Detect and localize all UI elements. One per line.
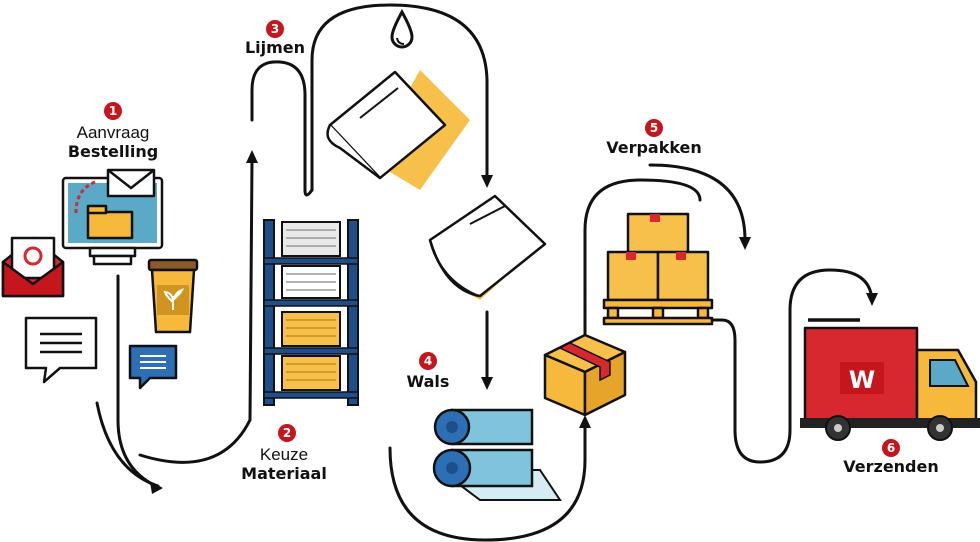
flow-segment-3a — [250, 60, 314, 197]
step-number: 6 — [887, 441, 895, 455]
step-badge — [882, 439, 900, 457]
truck-icon: W — [800, 318, 980, 441]
flow-segment-6a — [583, 178, 702, 382]
step-badge — [104, 102, 122, 120]
water-drop-icon — [390, 8, 414, 49]
flow-segment-5 — [388, 423, 587, 542]
step-line2: Wals — [407, 372, 450, 391]
small-chat-icon — [128, 344, 178, 390]
coffee-cup-icon — [147, 258, 199, 334]
step-number: 4 — [424, 354, 432, 368]
truck-logo: W — [849, 366, 875, 394]
step-4-label: 4 Wals — [407, 352, 450, 391]
flow-segment-6b — [648, 163, 747, 242]
flow-segment-3b — [310, 3, 489, 192]
step-5-label: 5 Verpakken — [606, 119, 702, 157]
flow-segment-7 — [708, 268, 874, 464]
flow-segment-2 — [138, 158, 254, 464]
step-line2: Verzenden — [843, 457, 939, 476]
step-badge — [645, 119, 663, 137]
step-badge — [278, 424, 296, 442]
step-2-label: 2 Keuze Materiaal — [241, 424, 327, 483]
step-number: 5 — [650, 121, 658, 135]
step-line2: Verpakken — [606, 138, 702, 157]
step-number: 1 — [109, 104, 117, 118]
step-6-label: 6 Verzenden — [843, 439, 939, 476]
step-line2: Bestelling — [68, 142, 158, 161]
paper-roll-icon — [326, 70, 470, 190]
paper-roll-icon-2 — [428, 194, 547, 300]
computer-icon — [61, 168, 164, 266]
roller-icon — [432, 408, 562, 501]
pallet-boxes-icon — [602, 212, 714, 326]
step-1-label: 1 Aanvraag Bestelling — [68, 102, 158, 161]
step-badge — [419, 352, 437, 370]
step-badge — [266, 20, 284, 38]
email-icon — [1, 236, 65, 298]
flow-segment-1b — [95, 401, 160, 488]
step-line2: Lijmen — [245, 38, 305, 57]
step-number: 3 — [271, 22, 279, 36]
step-line1: Aanvraag — [77, 123, 150, 142]
shelving-rack-icon — [263, 219, 359, 406]
chat-bubble-icon — [24, 316, 98, 384]
step-line2: Materiaal — [241, 464, 327, 483]
step-3-label: 3 Lijmen — [245, 20, 305, 57]
step-line1: Keuze — [260, 445, 308, 464]
step-number: 2 — [283, 426, 291, 440]
flow-path — [95, 3, 878, 542]
box-icon — [543, 333, 627, 417]
